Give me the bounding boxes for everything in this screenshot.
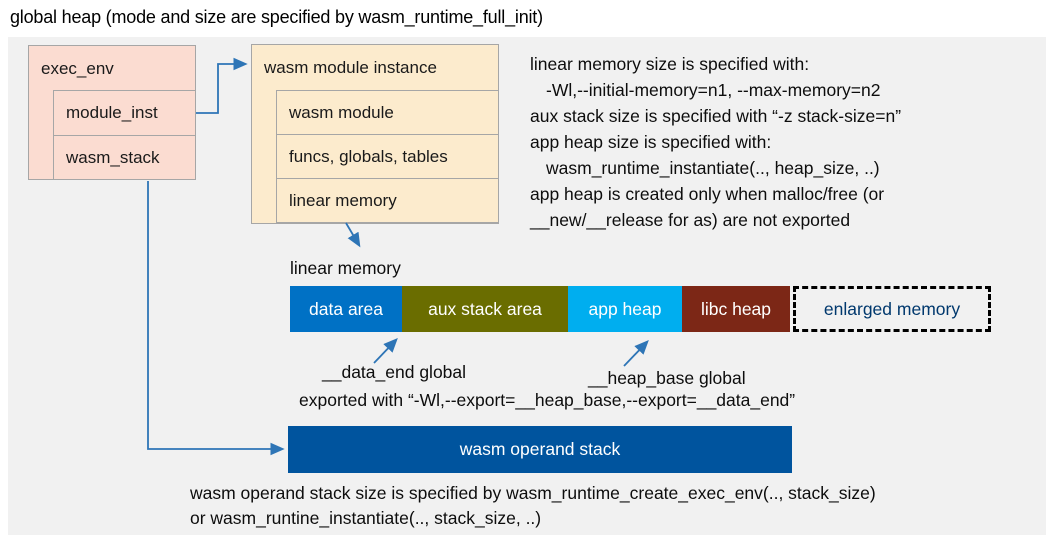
linear-memory-box: linear memory [276,178,499,223]
note-line: -Wl,--initial-memory=n1, --max-memory=n2 [546,80,881,100]
wasm-module-box: wasm module [276,90,499,135]
note-line: aux stack size is specified with “-z sta… [530,106,902,126]
note-line: app heap is created only when malloc/fre… [530,184,885,204]
operand-stack-note: wasm operand stack size is specified by … [190,481,876,531]
operand-stack-note-line2: or wasm_runtine_instantiate(.., stack_si… [190,508,542,528]
note-line: wasm_runtime_instantiate(.., heap_size, … [546,158,880,178]
segment-aux-stack-area-label: aux stack area [428,298,542,319]
segment-app-heap-label: app heap [588,298,662,319]
segment-libc-heap-label: libc heap [700,298,772,319]
segment-app-heap: app heap [568,286,682,332]
data-end-annotation: __data_end global [322,362,467,382]
wasm-operand-stack-label: wasm operand stack [459,439,621,459]
funcs-globals-tables-box: funcs, globals, tables [276,134,499,179]
module-inst-box: module_inst [53,90,196,136]
heap-base-annotation: __heap_base global [588,368,746,388]
operand-stack-note-line1: wasm operand stack size is specified by … [190,483,876,503]
segment-libc-heap: libc heap [682,286,790,332]
wasm-operand-stack-bar: wasm operand stack [288,426,792,473]
linear-memory-caption: linear memory [290,258,401,278]
wasm-module-label: wasm module [289,102,394,122]
wasm-stack-box: wasm_stack [53,135,196,180]
module-instance-label: wasm module instance [264,58,437,77]
segment-data-area: data area [290,286,402,332]
segment-enlarged-memory-label: enlarged memory [823,298,961,319]
segment-aux-stack-area: aux stack area [402,286,568,332]
exec-env-label: exec_env [41,59,114,78]
note-line: __new/__release for as) are not exported [530,210,851,230]
wasm-stack-label: wasm_stack [66,147,160,167]
diagram-title: global heap (mode and size are specified… [10,7,543,27]
linear-memory-row-label: linear memory [289,190,397,210]
funcs-globals-tables-label: funcs, globals, tables [289,146,448,166]
segment-data-area-label: data area [309,298,383,319]
module-inst-label: module_inst [66,103,158,122]
segment-enlarged-memory: enlarged memory [793,286,991,332]
memory-size-notes: linear memory size is specified with: -W… [530,51,1035,233]
note-line: linear memory size is specified with: [530,54,810,74]
export-flags-annotation: exported with “-Wl,--export=__heap_base,… [299,390,796,410]
note-line: app heap size is specified with: [530,132,772,152]
